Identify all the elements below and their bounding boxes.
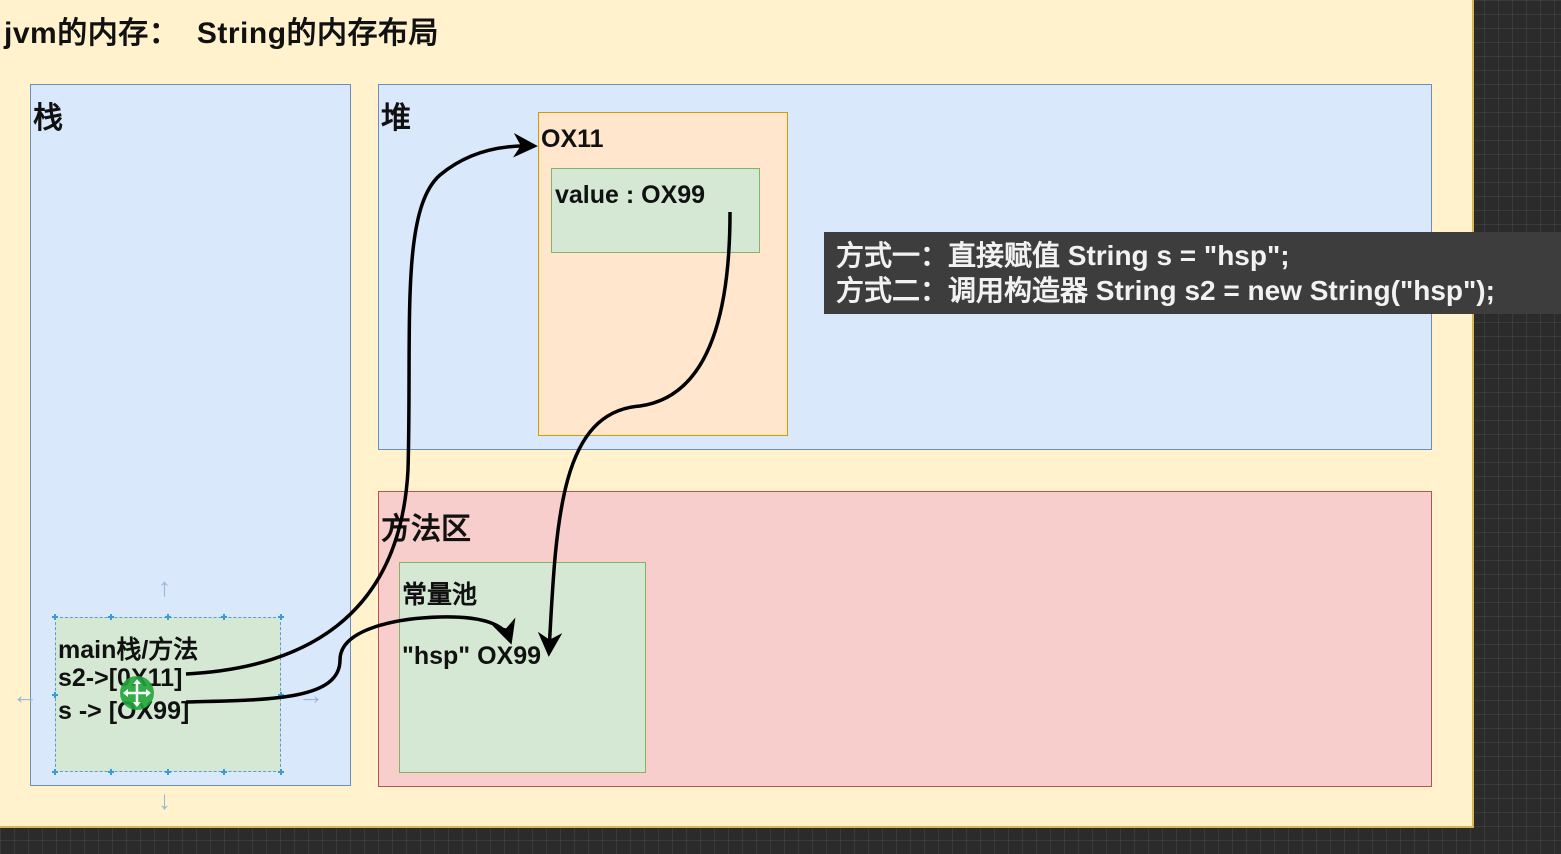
constant-pool-box[interactable]: 常量池 "hsp" OX99 [399,562,646,773]
value-field-box[interactable]: value : OX99 [551,168,760,253]
resize-handle-icon[interactable] [165,769,171,775]
arrow-left-icon[interactable]: ← [12,680,38,710]
string-object-box[interactable]: OX11 [538,112,788,436]
pool-entry-hsp: "hsp" OX99 [402,642,542,670]
resize-handle-icon[interactable] [108,614,114,620]
arrow-up-icon[interactable]: ↑ [158,572,171,602]
heap-label: 堆 [381,102,411,135]
resize-handle-icon[interactable] [52,614,58,620]
resize-handle-icon[interactable] [165,614,171,620]
frame-title: main栈/方法 [58,636,199,664]
main-stack-frame[interactable]: main栈/方法 s2->[0X11] s -> [OX99] [55,617,281,772]
stack-label: 栈 [33,102,63,135]
resize-handle-icon[interactable] [278,614,284,620]
resize-handle-icon[interactable] [108,769,114,775]
arrow-down-icon[interactable]: ↓ [158,785,171,815]
method-area-label: 方法区 [381,513,471,546]
caption-line-1: 方式一：直接赋值 String s = "hsp"; [836,240,1290,271]
move-cursor-icon [120,676,154,710]
constant-pool-label: 常量池 [402,581,478,609]
resize-handle-icon[interactable] [52,692,58,698]
resize-handle-icon[interactable] [221,769,227,775]
diagram-title: jvm的内存： String的内存布局 [4,17,440,50]
resize-handle-icon[interactable] [278,769,284,775]
resize-handle-icon[interactable] [52,769,58,775]
resize-handle-icon[interactable] [221,614,227,620]
caption-banner: 方式一：直接赋值 String s = "hsp"; 方式二：调用构造器 Str… [824,232,1561,314]
value-field-text: value : OX99 [555,181,706,209]
arrow-right-icon[interactable]: → [298,680,324,710]
object-address: OX11 [541,125,604,153]
diagram-canvas: jvm的内存： String的内存布局 栈 堆 OX11 value : OX9… [0,0,1474,828]
resize-handle-icon[interactable] [278,692,284,698]
caption-line-2: 方式二：调用构造器 String s2 = new String("hsp"); [836,275,1495,306]
